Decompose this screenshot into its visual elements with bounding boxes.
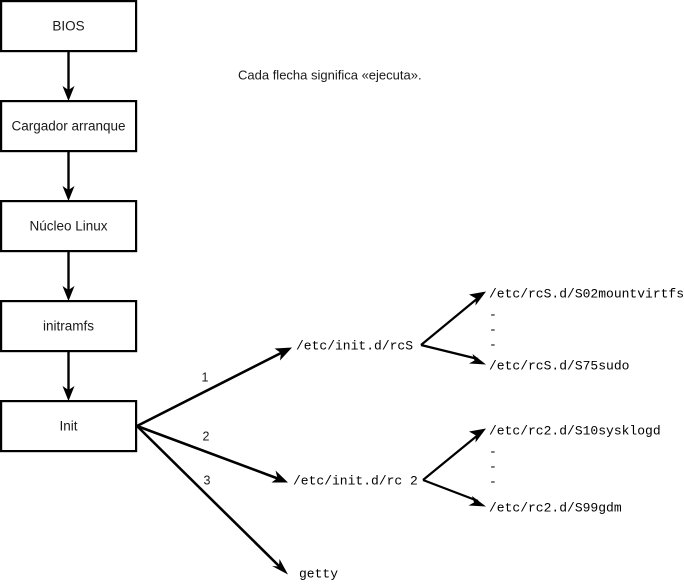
label-getty[interactable]: getty bbox=[299, 566, 338, 581]
label-init-d-rcs[interactable]: /etc/init.d/rcS bbox=[296, 338, 413, 353]
arrow-init-branch-3 bbox=[136, 425, 288, 575]
rc2-ellipsis-dash-2: - bbox=[489, 459, 497, 474]
branch-number-3: 3 bbox=[204, 473, 211, 487]
box-kernel[interactable]: Núcleo Linux bbox=[0, 200, 138, 253]
label-rcs-last-script[interactable]: /etc/rcS.d/S75sudo bbox=[489, 358, 629, 373]
arrow-init-branch-2 bbox=[136, 424, 288, 483]
rc2-ellipsis-dash-1: - bbox=[489, 444, 497, 459]
box-bios-rect bbox=[0, 0, 138, 53]
box-bios-label: BIOS bbox=[52, 19, 84, 34]
label-rcs-first-script[interactable]: /etc/rcS.d/S02mountvirtfs bbox=[489, 286, 684, 301]
box-bootloader-label: Cargador arranque bbox=[11, 119, 125, 134]
rcs-ellipsis-dash-1: - bbox=[489, 307, 497, 322]
box-init-rect bbox=[0, 400, 138, 453]
diagram-caption: Cada flecha significa «ejecuta». bbox=[238, 67, 422, 82]
box-bios[interactable]: BIOS bbox=[0, 0, 138, 53]
arrow-kernel-to-initramfs bbox=[62, 251, 75, 301]
arrow-rcs-to-last-script bbox=[420, 343, 486, 365]
arrow-init-branch-1 bbox=[136, 347, 292, 428]
rcs-ellipsis-dash-3: - bbox=[489, 337, 497, 352]
arrow-rc2-to-last-script bbox=[422, 478, 486, 507]
label-rc2-last-script[interactable]: /etc/rc2.d/S99gdm bbox=[489, 500, 622, 515]
rc2-ellipsis-dash-3: - bbox=[489, 474, 497, 489]
rcs-ellipsis-dash-2: - bbox=[489, 322, 497, 337]
box-init[interactable]: Init bbox=[0, 400, 138, 453]
arrow-rc2-to-first-script bbox=[422, 428, 486, 481]
box-bootloader[interactable]: Cargador arranque bbox=[0, 99, 138, 153]
box-bootloader-rect bbox=[0, 99, 138, 153]
arrow-initramfs-to-init bbox=[62, 351, 75, 401]
box-initramfs-label: initramfs bbox=[43, 319, 94, 334]
branch-number-1: 1 bbox=[202, 370, 209, 384]
box-init-label: Init bbox=[59, 419, 77, 434]
arrow-bios-to-bootloader bbox=[62, 51, 75, 101]
box-initramfs-rect bbox=[0, 300, 138, 353]
label-init-d-rc2[interactable]: /etc/init.d/rc 2 bbox=[293, 473, 418, 488]
label-rc2-first-script[interactable]: /etc/rc2.d/S10sysklogd bbox=[489, 423, 661, 438]
box-kernel-label: Núcleo Linux bbox=[29, 219, 107, 234]
arrow-bootloader-to-kernel bbox=[62, 151, 75, 201]
box-initramfs[interactable]: initramfs bbox=[0, 300, 138, 353]
arrow-rcs-to-first-script bbox=[420, 291, 486, 346]
branch-number-2: 2 bbox=[203, 429, 210, 443]
